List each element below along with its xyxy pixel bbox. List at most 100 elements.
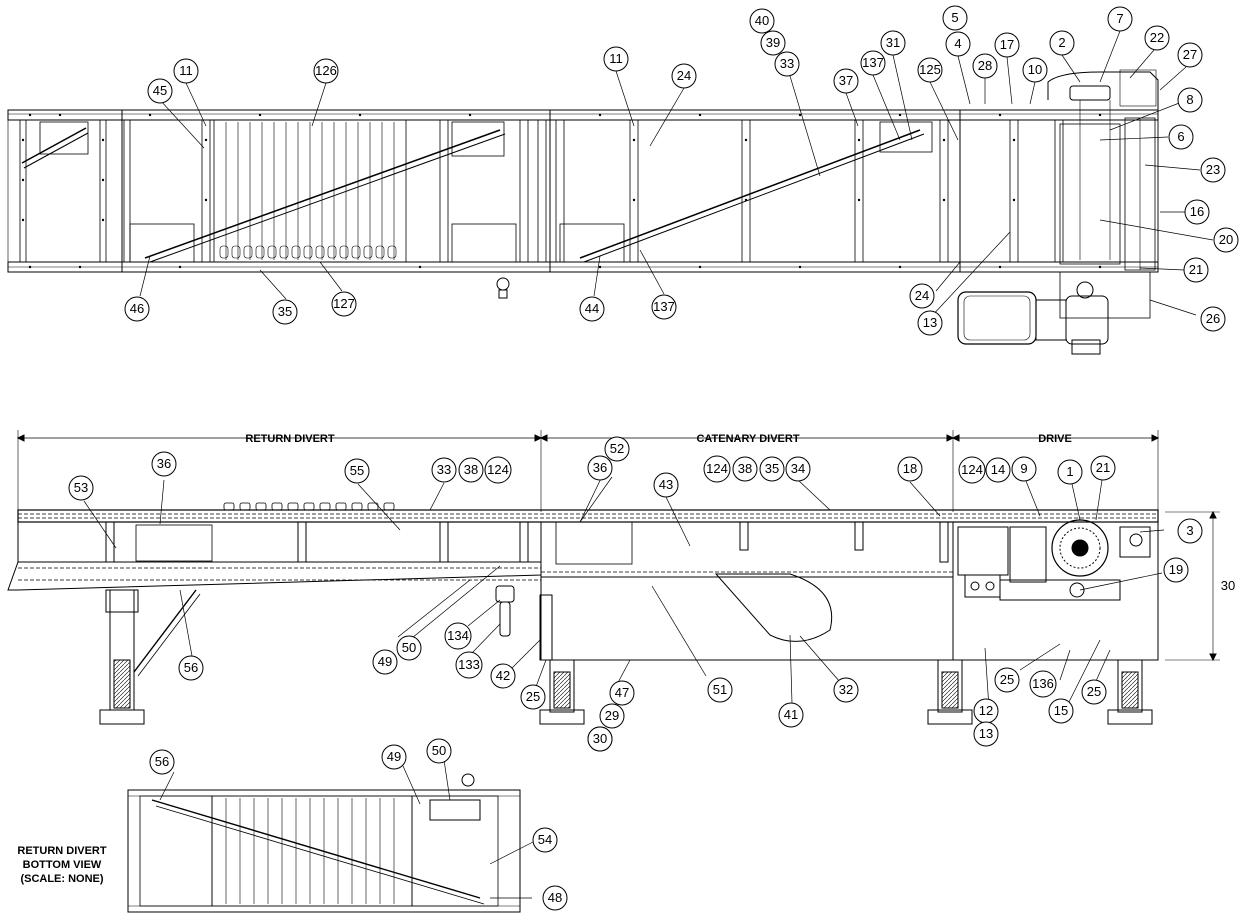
balloon: 11 <box>603 46 629 72</box>
svg-text:28: 28 <box>978 58 992 73</box>
balloon: 49 <box>381 744 407 770</box>
balloon: 11 <box>173 58 199 84</box>
balloon: 51 <box>707 677 733 703</box>
svg-text:33: 33 <box>780 56 794 71</box>
balloon: 36 <box>151 451 177 477</box>
svg-text:23: 23 <box>1206 162 1220 177</box>
svg-text:35: 35 <box>278 304 292 319</box>
svg-text:25: 25 <box>526 689 540 704</box>
balloon: 36 <box>587 455 613 481</box>
balloon: 32 <box>833 677 859 703</box>
svg-text:136: 136 <box>1032 676 1054 691</box>
svg-text:29: 29 <box>605 708 619 723</box>
section-label-return-divert: RETURN DIVERT <box>245 433 335 445</box>
svg-text:11: 11 <box>179 63 193 78</box>
balloon: 134 <box>444 622 472 650</box>
balloon: 33 <box>774 51 800 77</box>
balloon: 124 <box>703 455 731 483</box>
svg-text:24: 24 <box>677 68 691 83</box>
balloon: 137 <box>651 294 677 320</box>
bottom-view-label-line-2: BOTTOM VIEW <box>23 859 102 871</box>
svg-text:46: 46 <box>130 301 144 316</box>
balloon: 22 <box>1144 25 1170 51</box>
balloon: 2 <box>1049 30 1075 56</box>
svg-text:18: 18 <box>903 461 917 476</box>
svg-text:34: 34 <box>791 461 805 476</box>
svg-text:13: 13 <box>979 726 993 741</box>
balloon: 44 <box>579 296 605 322</box>
balloon: 40 <box>749 8 775 34</box>
balloon: 15 <box>1048 698 1074 724</box>
balloon: 1 <box>1057 459 1083 485</box>
balloon: 49 <box>372 649 398 675</box>
balloon: 35 <box>272 299 298 325</box>
balloon: 3 <box>1177 518 1203 544</box>
balloon: 13 <box>973 721 999 747</box>
balloon: 12 <box>973 698 999 724</box>
balloon: 28 <box>972 53 998 79</box>
balloon: 124 <box>958 456 986 484</box>
balloon: 13 <box>917 310 943 336</box>
section-label-catenary-divert: CATENARY DIVERT <box>696 433 799 445</box>
balloon: 16 <box>1184 199 1210 225</box>
svg-text:7: 7 <box>1116 11 1123 26</box>
balloon: 33 <box>431 457 457 483</box>
balloon: 39 <box>760 30 786 56</box>
svg-text:11: 11 <box>609 51 623 66</box>
balloon: 47 <box>609 680 635 706</box>
svg-text:53: 53 <box>74 480 88 495</box>
svg-text:124: 124 <box>961 462 983 477</box>
balloon: 48 <box>542 885 568 911</box>
svg-text:9: 9 <box>1020 461 1027 476</box>
balloon: 21 <box>1183 257 1209 283</box>
balloon: 42 <box>490 663 516 689</box>
return-divert-bottom-view <box>127 773 521 913</box>
svg-text:49: 49 <box>387 749 401 764</box>
svg-text:17: 17 <box>1000 37 1014 52</box>
balloon: 23 <box>1200 157 1226 183</box>
svg-text:54: 54 <box>538 832 552 847</box>
svg-text:27: 27 <box>1183 47 1197 62</box>
balloons: 11 45 126 11 24 40 39 33 37 137 31 125 5… <box>68 5 1239 911</box>
balloon: 27 <box>1177 42 1203 68</box>
svg-text:10: 10 <box>1028 62 1042 77</box>
svg-text:126: 126 <box>315 63 337 78</box>
svg-text:55: 55 <box>350 463 364 478</box>
svg-text:36: 36 <box>157 456 171 471</box>
svg-text:21: 21 <box>1189 262 1203 277</box>
svg-text:47: 47 <box>615 685 629 700</box>
svg-text:25: 25 <box>1000 672 1014 687</box>
svg-text:56: 56 <box>184 660 198 675</box>
svg-text:125: 125 <box>919 62 941 77</box>
svg-text:4: 4 <box>954 36 961 51</box>
svg-text:127: 127 <box>333 296 355 311</box>
svg-text:13: 13 <box>923 315 937 330</box>
balloon: 34 <box>785 456 811 482</box>
svg-text:8: 8 <box>1186 92 1193 107</box>
svg-text:1: 1 <box>1066 464 1073 479</box>
svg-text:20: 20 <box>1219 232 1233 247</box>
svg-text:38: 38 <box>464 462 478 477</box>
svg-text:16: 16 <box>1190 204 1204 219</box>
svg-text:32: 32 <box>839 682 853 697</box>
balloon: 25 <box>994 667 1020 693</box>
balloon: 25 <box>1081 679 1107 705</box>
balloon: 30 <box>587 726 613 752</box>
svg-text:37: 37 <box>839 73 853 88</box>
balloon: 137 <box>860 50 886 76</box>
svg-text:50: 50 <box>402 640 416 655</box>
balloon: 37 <box>833 68 859 94</box>
balloon: 43 <box>653 472 679 498</box>
balloon: 8 <box>1177 87 1203 113</box>
balloon: 136 <box>1029 670 1057 698</box>
balloon: 6 <box>1168 124 1194 150</box>
balloon: 41 <box>778 702 804 728</box>
balloon: 55 <box>344 458 370 484</box>
svg-text:56: 56 <box>155 754 169 769</box>
balloon: 9 <box>1011 456 1037 482</box>
svg-text:137: 137 <box>862 55 884 70</box>
balloon: 31 <box>880 30 906 56</box>
svg-text:137: 137 <box>653 299 675 314</box>
balloon: 125 <box>917 57 943 83</box>
balloon: 29 <box>599 703 625 729</box>
